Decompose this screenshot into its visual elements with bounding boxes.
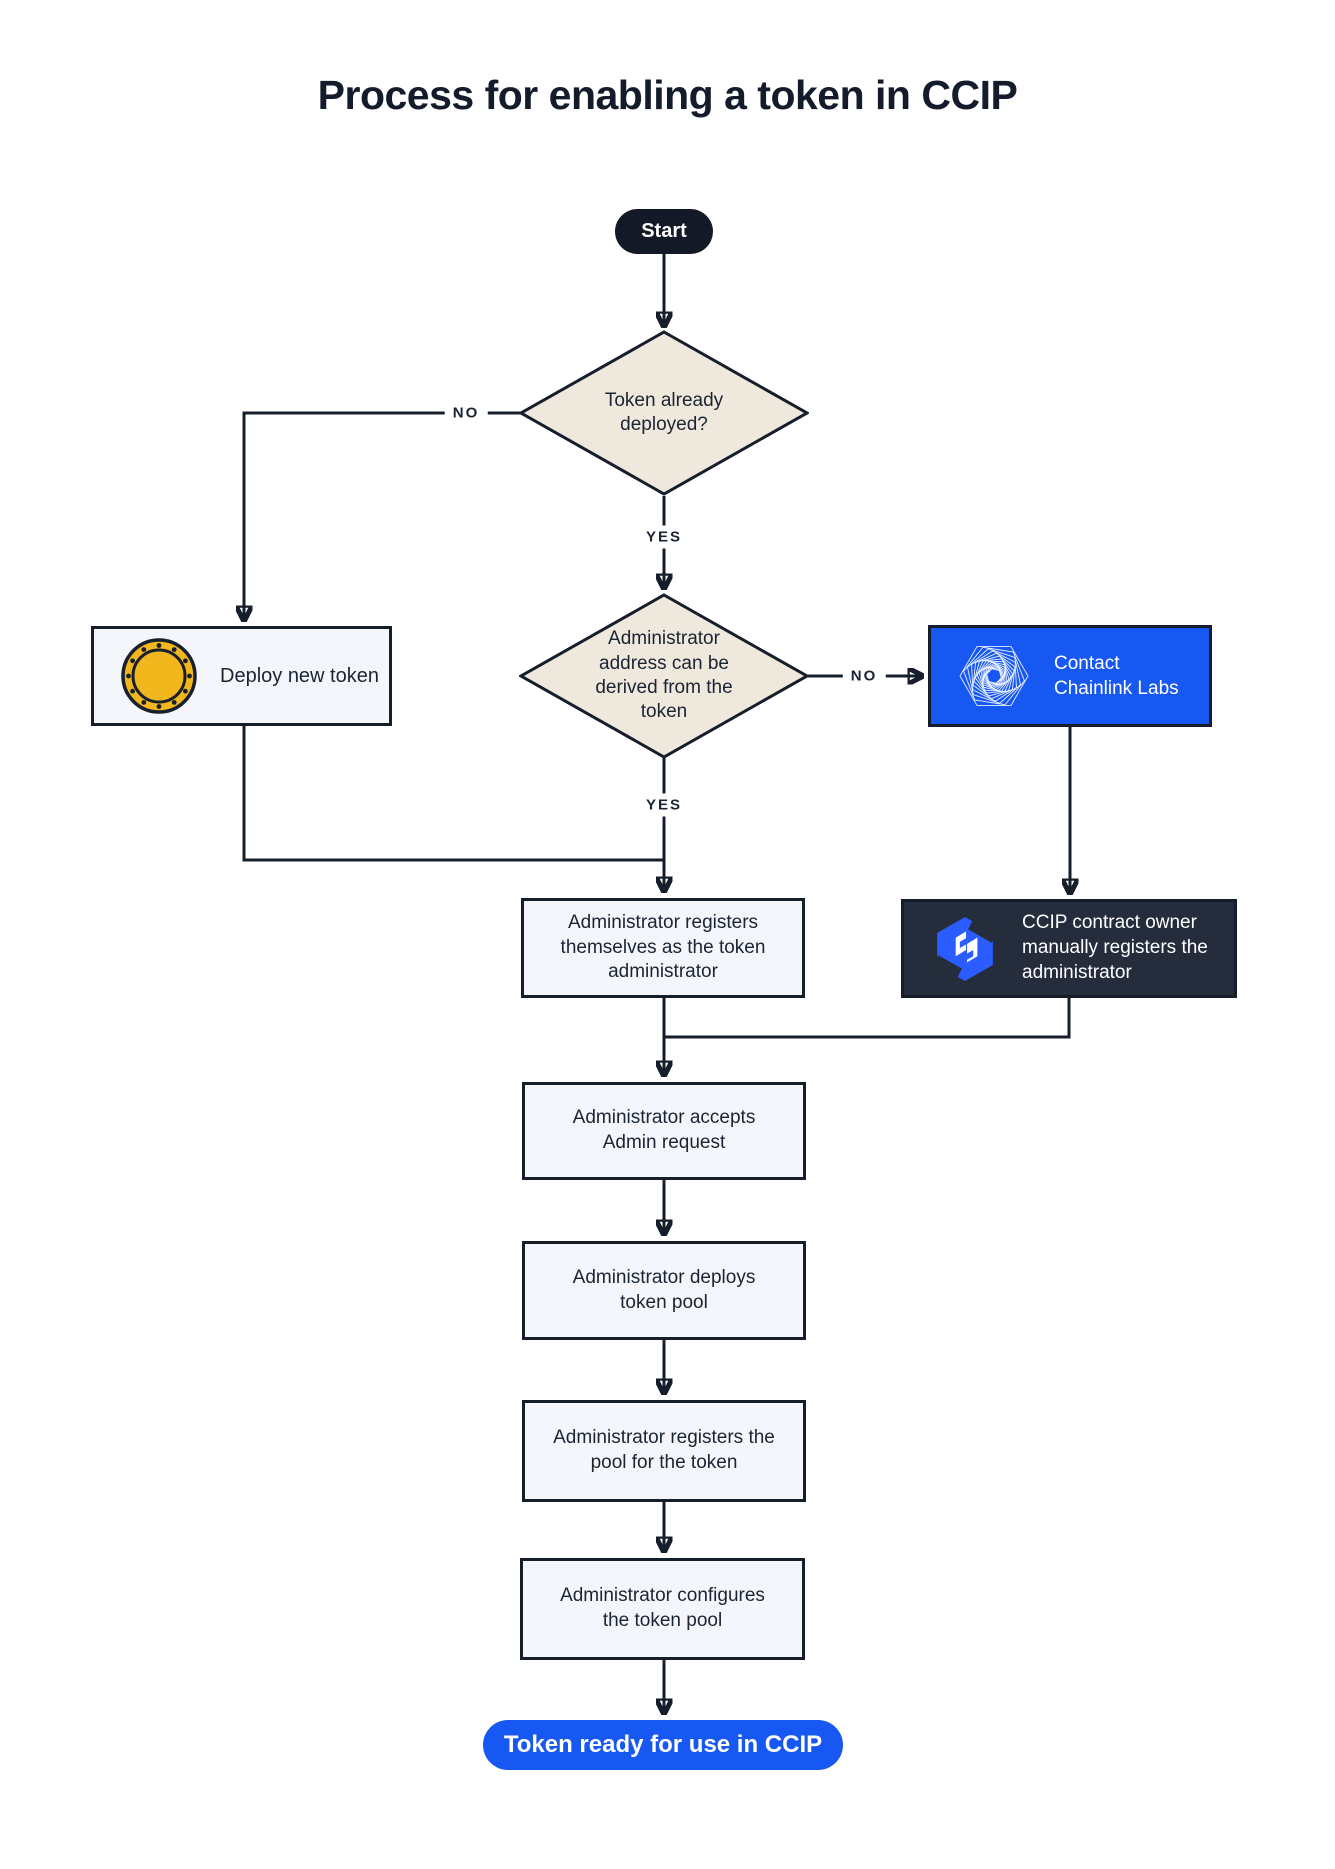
ccip-logo-icon bbox=[930, 916, 1000, 982]
decision-token-deployed-text: Token already deployed? bbox=[604, 389, 724, 435]
step-registers-pool-text: Administrator registers the pool for the… bbox=[553, 1427, 775, 1473]
step-admin-registers-node: Administrator registers themselves as th… bbox=[521, 898, 805, 998]
ccip-owner-node: CCIP contract owner manually registers t… bbox=[901, 899, 1237, 998]
step-configures-pool-node: Administrator configures the token pool bbox=[520, 1558, 805, 1660]
step-deploys-pool-node: Administrator deploys token pool bbox=[522, 1241, 806, 1340]
contact-line1: Contact bbox=[1054, 652, 1120, 674]
decision-admin-address: Administrator address can be derived fro… bbox=[519, 593, 809, 759]
end-label: Token ready for use in CCIP bbox=[503, 1731, 823, 1758]
coin-icon bbox=[120, 637, 198, 715]
edge-label-no-left: NO bbox=[444, 401, 488, 425]
edge-label-yes-bottom: YES bbox=[637, 793, 691, 817]
contact-chainlink-labs-node: Contact Chainlink Labs bbox=[928, 625, 1212, 727]
step-admin-registers-text: Administrator registers themselves as th… bbox=[560, 911, 766, 983]
start-label: Start bbox=[641, 220, 687, 242]
deploy-new-token-node: Deploy new token bbox=[91, 626, 392, 726]
step-configures-pool-text: Administrator configures the token pool bbox=[560, 1585, 765, 1631]
edge-label-yes-top: YES bbox=[637, 525, 691, 549]
decision-admin-address-text: Administrator address can be derived fro… bbox=[595, 628, 733, 723]
end-node: Token ready for use in CCIP bbox=[483, 1720, 843, 1770]
edge-label-no-right: NO bbox=[842, 664, 886, 688]
page-title: Process for enabling a token in CCIP bbox=[317, 72, 1018, 118]
contact-chainlink-labs-label: Contact Chainlink Labs bbox=[1054, 651, 1179, 701]
deploy-new-token-label: Deploy new token bbox=[220, 665, 379, 687]
diamond-shape bbox=[519, 593, 809, 759]
contact-line2: Chainlink Labs bbox=[1054, 678, 1179, 699]
step-admin-accepts-text: Administrator accepts Admin request bbox=[572, 1107, 756, 1153]
step-deploys-pool-text: Administrator deploys token pool bbox=[572, 1266, 756, 1313]
start-node: Start bbox=[615, 209, 713, 254]
decision-token-deployed: Token already deployed? bbox=[519, 330, 809, 496]
chainlink-labs-logo-icon bbox=[956, 641, 1032, 711]
diamond-shape bbox=[519, 330, 809, 496]
ccip-owner-label: CCIP contract owner manually registers t… bbox=[1022, 912, 1208, 983]
step-registers-pool-node: Administrator registers the pool for the… bbox=[522, 1400, 806, 1502]
step-admin-accepts-node: Administrator accepts Admin request bbox=[522, 1082, 806, 1180]
